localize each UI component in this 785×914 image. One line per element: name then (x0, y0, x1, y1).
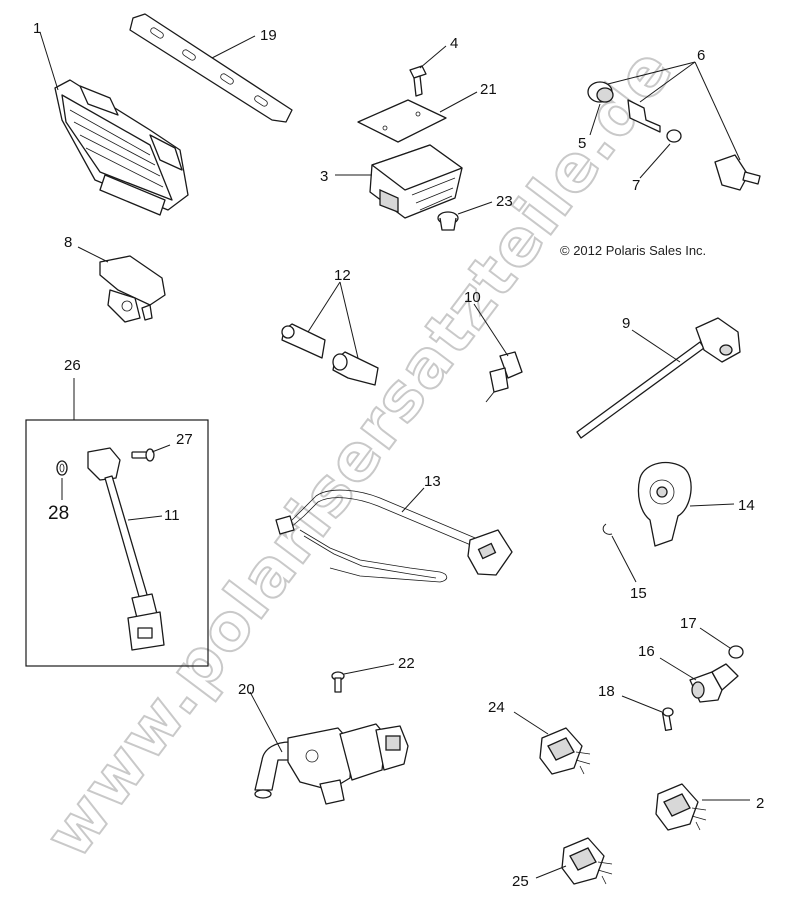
part-27-bolt[interactable] (131, 448, 155, 462)
part-12-plug-b[interactable] (332, 351, 379, 386)
callout-5: 5 (578, 135, 586, 152)
callout-17: 17 (680, 615, 697, 632)
part-11-sensor-lead[interactable] (87, 447, 165, 651)
part-24-relay[interactable] (539, 727, 591, 775)
part-28-washer[interactable] (56, 460, 68, 476)
callout-25: 25 (512, 873, 529, 890)
callout-3: 3 (320, 168, 328, 185)
part-4-screw[interactable] (409, 65, 427, 97)
callout-19: 19 (260, 27, 277, 44)
part-6-sensor[interactable] (714, 154, 761, 191)
part-25-relay[interactable] (561, 837, 613, 885)
callout-20: 20 (238, 681, 255, 698)
callout-16: 16 (638, 643, 655, 660)
callout-21: 21 (480, 81, 497, 98)
callout-10: 10 (464, 289, 481, 306)
part-20-valve-assembly[interactable] (254, 723, 409, 805)
part-23-grommet[interactable] (437, 211, 459, 231)
part-6-bracket[interactable] (627, 99, 661, 133)
callout-8: 8 (64, 234, 72, 251)
callout-26: 26 (64, 357, 81, 374)
part-17-oring[interactable] (728, 645, 744, 659)
part-15-clip[interactable] (602, 523, 613, 535)
part-18-bolt[interactable] (661, 707, 674, 732)
part-8-sensor[interactable] (99, 255, 166, 323)
callout-6: 6 (697, 47, 705, 64)
part-10-temp-sensor[interactable] (485, 351, 523, 403)
callout-28: 28 (48, 503, 69, 524)
callout-13: 13 (424, 473, 441, 490)
part-1-ecu[interactable] (54, 79, 189, 216)
part-3-module[interactable] (369, 144, 463, 219)
callout-24: 24 (488, 699, 505, 716)
callout-22: 22 (398, 655, 415, 672)
callout-23: 23 (496, 193, 513, 210)
callout-11: 11 (164, 507, 180, 524)
callout-15: 15 (630, 585, 647, 602)
part-2-relay[interactable] (655, 783, 707, 831)
callout-12: 12 (334, 267, 351, 284)
part-21-cover-plate[interactable] (357, 99, 447, 143)
part-9-probe-sensor[interactable] (576, 317, 741, 439)
part-13-wiring-harness[interactable] (275, 489, 513, 583)
callout-27: 27 (176, 431, 193, 448)
part-14-knock-sensor[interactable] (637, 461, 692, 547)
callout-7: 7 (632, 177, 640, 194)
part-12-plug-a[interactable] (281, 323, 326, 359)
callout-9: 9 (622, 315, 630, 332)
part-16-elbow-sensor[interactable] (689, 663, 739, 703)
copyright-text: © 2012 Polaris Sales Inc. (560, 243, 706, 258)
callout-2: 2 (756, 795, 764, 812)
callout-1: 1 (33, 20, 41, 37)
callout-14: 14 (738, 497, 755, 514)
part-22-screw[interactable] (331, 671, 345, 693)
part-26-kit-box (25, 419, 209, 667)
callout-18: 18 (598, 683, 615, 700)
part-7-oring[interactable] (666, 129, 682, 143)
callout-4: 4 (450, 35, 458, 52)
part-19-bracket[interactable] (129, 13, 293, 123)
part-5-cap[interactable] (587, 81, 614, 103)
